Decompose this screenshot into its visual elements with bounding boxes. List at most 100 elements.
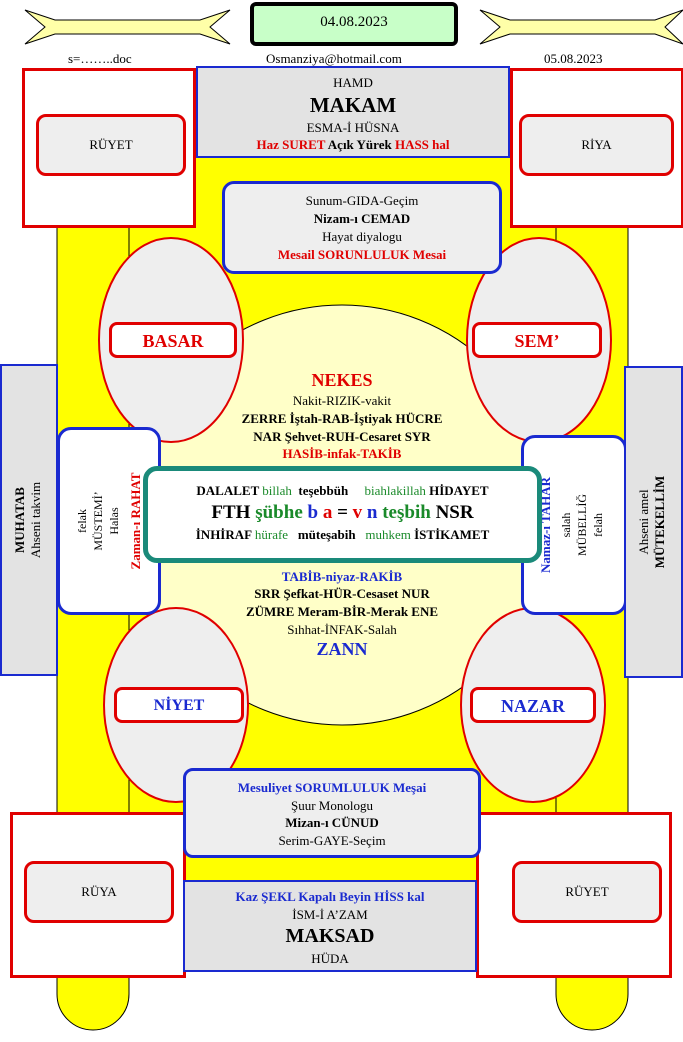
a-text: a [322,502,333,523]
istikamet-text: İSTİKAMET [414,527,490,542]
top-makam-box: HAMD MAKAM ESMA-İ HÜSNA Haz SURET Açık Y… [196,66,510,158]
left-inner-text: felak MÜSTEMİ’ Halas Zaman-ı RAHAT [75,472,143,569]
nekes-title: NEKES [311,370,373,390]
salah-text: salah [559,513,573,538]
zaman-rahat-text: Zaman-ı RAHAT [128,472,143,569]
nazar-label-box: NAZAR [470,687,596,723]
niyet-label-box: NİYET [114,687,244,723]
sem-label: SEM’ [514,331,560,351]
corner-top-left: RÜYET [22,68,196,228]
upper-inner-box: Sunum-GIDA-Geçim Nizam-ı CEMAD Hayat diy… [222,181,502,274]
circle-line-7: ZÜMRE Meram-BİR-Merak ENE [245,604,439,619]
hurafe-text: hürafe [254,527,289,542]
center-row-2: FTH şübhe b a = v n teşbih NSR [148,502,537,524]
sem-label-box: SEM’ [472,322,602,358]
corner-bottom-left-inner: RÜYA [24,861,174,923]
circle-text-upper: NEKES Nakit-RIZIK-vakit ZERRE İştah-RAB-… [180,368,504,468]
lower-line-1: Mesuliyet SORUMLULUK Meşai [237,780,427,795]
corner-bottom-right: RÜYET [476,812,672,978]
corner-top-left-inner: RÜYET [36,114,186,176]
lower-line-2: Şuur Monologu [291,798,373,813]
subhe-text: şübhe [255,502,303,523]
corner-top-right-label: RİYA [581,137,612,152]
hidayet-text: HİDAYET [429,483,489,498]
nazar-label: NAZAR [500,696,565,716]
basar-label-box: BASAR [109,322,237,358]
haz-suret-text: Haz SURET [256,137,326,152]
bottom-line-2: İSM-İ A’ZAM [292,907,368,922]
n-text: n [366,502,378,523]
basar-label: BASAR [142,331,204,351]
nsr-text: NSR [435,502,474,523]
felak-text: felak [75,509,89,533]
ahseni-amel-text: Ahseni amel [636,489,651,555]
center-row-3: İNHİRAF hürafe müteşabih muhkem İSTİKAME… [148,527,537,543]
circle-text-lower: TABİB-niyaz-RAKİB SRR Şefkat-HÜR-Cesaset… [180,569,504,665]
mutesabih-text: müteşabih [297,527,356,542]
niyet-label: NİYET [153,697,205,714]
mustemi-text: MÜSTEMİ’ [91,491,105,550]
tesbih-text: teşbih [382,502,431,523]
corner-bottom-right-inner: RÜYET [512,861,662,923]
maksad-title: MAKSAD [285,925,375,947]
left-outer-box: MUHATAB Ahseni takvim [0,364,58,676]
circle-line-2: ZERRE İştah-RAB-İştiyak HÜCRE [241,411,443,426]
top-line-hamd: HAMD [333,75,373,90]
email-text: Osmanziya@hotmail.com [266,51,402,66]
mutekellim-text: MÜTEKELLİM [652,476,667,568]
date-box: 04.08.2023 [250,2,458,46]
upper-line-3: Hayat diyalogu [322,229,402,244]
ahseni-takvim-text: Ahseni takvim [28,482,43,558]
lower-inner-box: Mesuliyet SORUMLULUK Meşai Şuur Monologu… [183,768,481,858]
ribbon-left [24,9,231,45]
corner-bottom-left-label: RÜYA [81,884,117,899]
bottom-line-4: HÜDA [311,951,349,966]
top-line-esma: ESMA-İ HÜSNA [306,120,400,135]
circle-line-1: Nakit-RIZIK-vakit [292,393,392,408]
corner-bottom-right-label: RÜYET [565,884,609,899]
circle-line-3: NAR Şehvet-RUH-Cesaret SYR [253,429,431,444]
bottom-line-1: Kaz ŞEKL Kapalı Beyin HİSS kal [235,889,425,904]
upper-line-1: Sunum-GIDA-Geçim [305,193,419,208]
circle-line-5: TABİB-niyaz-RAKİB [281,569,403,584]
muhkem-text: muhkem [365,527,411,542]
center-row-1: DALALET billah teşebbüh biahlakillah HİD… [148,483,537,499]
zann-title: ZANN [316,639,368,659]
lower-line-3: Mizan-ı CÜNUD [285,815,379,830]
file-label: s=……..doc [68,51,132,66]
inhiraf-text: İNHİRAF [195,527,252,542]
equals-text: = [337,502,348,523]
halas-text: Halas [107,507,121,535]
v-text: v [352,502,363,523]
muhatab-text: MUHATAB [12,487,27,553]
biahlakillah-text: biahlakillah [364,483,426,498]
b-text: b [307,502,319,523]
upper-line-4: Mesail SORUNLULUK Mesai [277,247,447,262]
mubellig-text: MÜBELLİĞ [575,494,589,556]
top-title-makam: MAKAM [309,93,397,117]
billah-text: billah [262,483,292,498]
center-teal-box: DALALET billah teşebbüh biahlakillah HİD… [143,466,542,563]
top-line-haz: Haz SURET Açık Yürek HASS hal [198,137,508,153]
ribbon-right [479,9,683,45]
circle-line-6: SRR Şefkat-HÜR-Cesaset NUR [254,586,430,601]
date-right: 05.08.2023 [544,51,603,66]
felah-text: felah [591,513,605,537]
right-outer-box: Ahseni amel MÜTEKELLİM [624,366,683,678]
corner-top-left-label: RÜYET [89,137,133,152]
upper-line-2: Nizam-ı CEMAD [313,211,411,226]
lower-line-4: Serim-GAYE-Seçim [278,833,386,848]
circle-line-8: Sıhhat-İNFAK-Salah [287,622,397,637]
acik-yurek-text: Açık Yürek [327,137,392,152]
date-main: 04.08.2023 [320,14,388,30]
corner-top-right-inner: RİYA [519,114,674,176]
bottom-maksad-box: Kaz ŞEKL Kapalı Beyin HİSS kal İSM-İ A’Z… [183,880,477,972]
dalalet-text: DALALET [196,483,260,498]
corner-top-right: RİYA [510,68,683,228]
corner-bottom-left: RÜYA [10,812,186,978]
tesebbuh-text: teşebbüh [298,483,349,498]
fth-text: FTH [211,502,251,523]
circle-line-4: HASİB-infak-TAKİB [282,446,402,461]
hass-hal-text: HASS hal [394,137,450,152]
